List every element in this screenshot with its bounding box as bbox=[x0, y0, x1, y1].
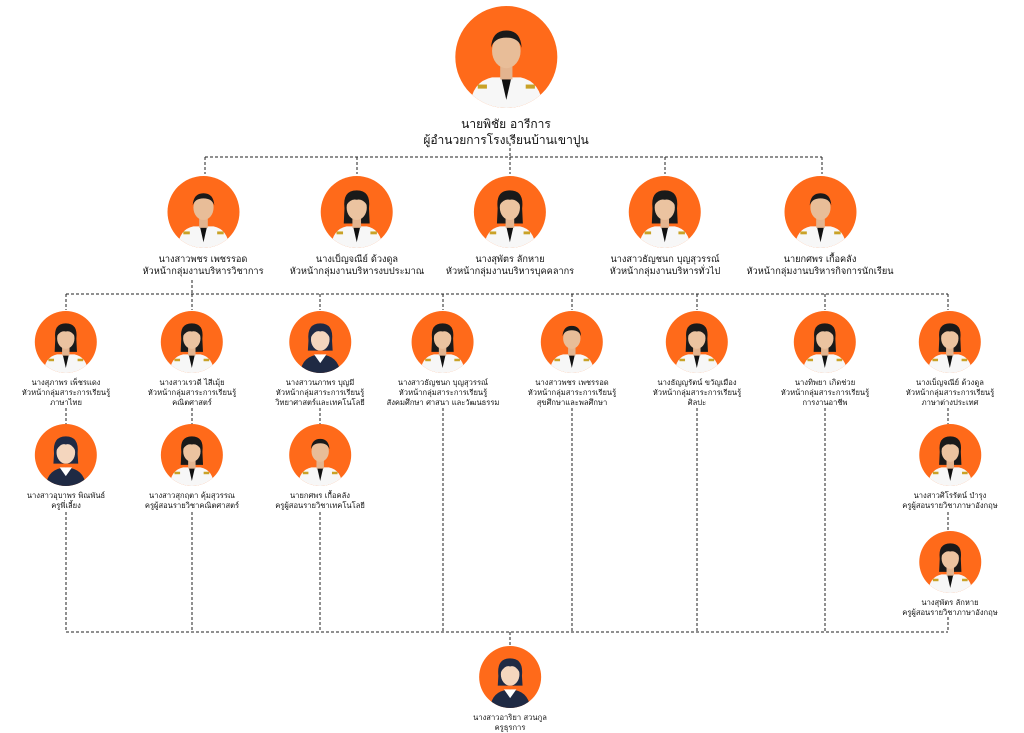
deputy-title: หัวหน้ากลุ่มงานบริหารกิจการนักเรียน bbox=[746, 265, 894, 277]
director-name: นายพิชัย อารีการ bbox=[461, 117, 551, 131]
dept-head-name: นางธัญญรัตน์ ขวัญเมือง bbox=[657, 378, 737, 387]
dept-head-role: หัวหน้ากลุ่มสาระการเรียนรู้ bbox=[527, 387, 617, 397]
dept-head-node: นางสาวพชร เพชรรอดหัวหน้ากลุ่มสาระการเรีย… bbox=[528, 311, 616, 408]
deputy-title: หัวหน้ากลุ่มงานบริหารงบประมาณ bbox=[289, 265, 425, 277]
dept-head-subject: ศิลปะ bbox=[687, 397, 707, 407]
deputy-name: นางสาวธัญชนก บุญสุวรรณ์ bbox=[610, 254, 720, 265]
director-node: นายพิชัย อารีการ ผู้อำนวยการโรงเรียนบ้าน… bbox=[423, 6, 589, 148]
staff-node: นางสาวศิโรรัตน์ บำรุงครูผู้สอนรายวิชาภาษ… bbox=[902, 424, 998, 511]
dept-head-subject: สุขศึกษาและพลศึกษา bbox=[536, 397, 608, 407]
deputy-name: นางสาวพชร เพชรรอด bbox=[158, 254, 248, 265]
dept-head-photo bbox=[160, 311, 223, 373]
deputy-title: หัวหน้ากลุ่มงานบริหารทั่วไป bbox=[609, 265, 721, 277]
deputy-photo bbox=[784, 176, 856, 248]
admin-clerk-title: ครูธุรการ bbox=[494, 722, 526, 732]
dept-head-photo bbox=[34, 311, 97, 373]
dept-head-subject: คณิตศาสตร์ bbox=[172, 397, 212, 407]
staff-title: ครูผู้สอนรายวิชาภาษาอังกฤษ bbox=[902, 607, 998, 617]
dept-head-node: นางทิพยา เกิดช่วยหัวหน้ากลุ่มสาระการเรีย… bbox=[781, 311, 869, 408]
admin-clerk-node: นางสาวอาริยา สวนกูลครูธุรการ bbox=[473, 646, 547, 733]
dept-head-name: นางเบ็ญจณีย์ ด้วงดูล bbox=[916, 378, 984, 387]
staff-photo bbox=[918, 424, 981, 486]
staff-node: นางสาวสุกฤตา คุ้มสุวรรณครูผู้สอนรายวิชาค… bbox=[145, 424, 239, 511]
dept-head-photo bbox=[793, 311, 856, 373]
dept-head-node: นางเบ็ญจณีย์ ด้วงดูลหัวหน้ากลุ่มสาระการเ… bbox=[906, 311, 994, 408]
deputy-photo bbox=[166, 176, 239, 248]
staff-title: ครูผู้สอนรายวิชาคณิตศาสตร์ bbox=[144, 500, 240, 510]
dept-head-node: นางสาวนภาพร บุญมีหัวหน้ากลุ่มสาระการเรีย… bbox=[275, 311, 365, 408]
dept-head-name: นางสาวเรวดี ไสีเมุ้ย bbox=[159, 378, 225, 387]
deputy-title: หัวหน้ากลุ่มงานบริหารบุคคลากร bbox=[445, 265, 575, 277]
dept-head-photo bbox=[918, 311, 981, 373]
deputy-photo bbox=[628, 176, 701, 248]
director-photo bbox=[454, 6, 557, 108]
deputy-photo bbox=[474, 176, 546, 248]
dept-head-photo bbox=[665, 311, 728, 373]
deputy-name: นางเบ็ญจณีย์ ด้วงดูล bbox=[315, 254, 399, 265]
staff-photo bbox=[288, 424, 351, 486]
dept-head-role: หัวหน้ากลุ่มสาระการเรียนรู้ bbox=[398, 387, 488, 397]
director-title: ผู้อำนวยการโรงเรียนบ้านเขาปูน bbox=[423, 132, 589, 147]
dept-head-node: นางสาวเรวดี ไสีเมุ้ยหัวหน้ากลุ่มสาระการเ… bbox=[148, 311, 236, 408]
dept-head-photo bbox=[540, 311, 603, 373]
staff-name: นางสาวอุบาพร พิณพันธ์ bbox=[26, 491, 106, 500]
staff-name: นางสาวสุกฤตา คุ้มสุวรรณ bbox=[149, 491, 235, 500]
staff-node: นายกศพร เกื้อคลังครูผู้สอนรายวิชาเทคโนโล… bbox=[275, 424, 365, 511]
staff-name: นางสาวศิโรรัตน์ บำรุง bbox=[913, 491, 987, 500]
staff-photo bbox=[160, 424, 223, 486]
staff-title: ครูผู้สอนรายวิชาภาษาอังกฤษ bbox=[902, 500, 998, 510]
deputy-photo bbox=[321, 176, 393, 248]
dept-head-photo bbox=[411, 311, 474, 373]
deputy-name: นายกศพร เกื้อคลัง bbox=[783, 254, 857, 265]
admin-clerk-photo bbox=[478, 646, 541, 708]
deputy-node: นางเบ็ญจณีย์ ด้วงดูลหัวหน้ากลุ่มงานบริหา… bbox=[289, 176, 425, 278]
staff-photo bbox=[34, 424, 97, 486]
dept-head-role: หัวหน้ากลุ่มสาระการเรียนรู้ bbox=[905, 387, 995, 397]
dept-head-photo bbox=[288, 311, 351, 373]
staff-name: นายกศพร เกื้อคลัง bbox=[289, 491, 351, 500]
dept-head-role: หัวหน้ากลุ่มสาระการเรียนรู้ bbox=[275, 387, 365, 397]
deputy-node: นางสุพัตร ลักหายหัวหน้ากลุ่มงานบริหารบุค… bbox=[446, 176, 574, 278]
dept-head-subject: การงานอาชีพ bbox=[802, 397, 848, 407]
dept-head-name: นางสาวธัญชนก บุญสุวรรณ์ bbox=[397, 378, 489, 387]
dept-head-subject: ภาษาต่างประเทศ bbox=[921, 397, 979, 407]
staff-node: นางสาวอุบาพร พิณพันธ์ครูพี่เลี้ยง bbox=[27, 424, 105, 511]
dept-head-name: นางทิพยา เกิดช่วย bbox=[794, 378, 856, 387]
dept-head-role: หัวหน้ากลุ่มสาระการเรียนรู้ bbox=[780, 387, 870, 397]
dept-head-subject: สังคมศึกษา ศาสนา และวัฒนธรรม bbox=[386, 397, 500, 407]
deputy-name: นางสุพัตร ลักหาย bbox=[475, 254, 545, 265]
dept-head-subject: ภาษาไทย bbox=[50, 397, 82, 407]
dept-head-node: นางสุภาพร เพ็ชรแดงหัวหน้ากลุ่มสาระการเรี… bbox=[22, 311, 110, 408]
dept-head-node: นางธัญญรัตน์ ขวัญเมืองหัวหน้ากลุ่มสาระกา… bbox=[653, 311, 741, 408]
dept-head-node: นางสาวธัญชนก บุญสุวรรณ์หัวหน้ากลุ่มสาระก… bbox=[386, 311, 500, 408]
admin-clerk-name: นางสาวอาริยา สวนกูล bbox=[473, 713, 547, 722]
deputy-node: นายกศพร เกื้อคลังหัวหน้ากลุ่มงานบริหารกิ… bbox=[747, 176, 894, 278]
staff-node: นางสุพัตร ลักหายครูผู้สอนรายวิชาภาษาอังก… bbox=[902, 531, 998, 618]
staff-title: ครูผู้สอนรายวิชาเทคโนโลยี bbox=[275, 500, 365, 510]
dept-head-role: หัวหน้ากลุ่มสาระการเรียนรู้ bbox=[21, 387, 111, 397]
deputy-node: นางสาวพชร เพชรรอดหัวหน้ากลุ่มงานบริหารวิ… bbox=[142, 176, 264, 278]
dept-head-name: นางสาวนภาพร บุญมี bbox=[285, 378, 355, 387]
staff-photo bbox=[918, 531, 981, 593]
dept-head-role: หัวหน้ากลุ่มสาระการเรียนรู้ bbox=[147, 387, 237, 397]
deputy-node: นางสาวธัญชนก บุญสุวรรณ์หัวหน้ากลุ่มงานบร… bbox=[610, 176, 720, 278]
dept-head-role: หัวหน้ากลุ่มสาระการเรียนรู้ bbox=[652, 387, 742, 397]
deputy-title: หัวหน้ากลุ่มงานบริหารวิชาการ bbox=[142, 265, 264, 277]
staff-title: ครูพี่เลี้ยง bbox=[51, 500, 81, 510]
dept-head-subject: วิทยาศาสตร์และเทคโนโลยี bbox=[275, 397, 365, 407]
dept-head-name: นางสาวพชร เพชรรอด bbox=[535, 378, 609, 387]
staff-name: นางสุพัตร ลักหาย bbox=[921, 598, 979, 607]
dept-head-name: นางสุภาพร เพ็ชรแดง bbox=[31, 378, 101, 387]
